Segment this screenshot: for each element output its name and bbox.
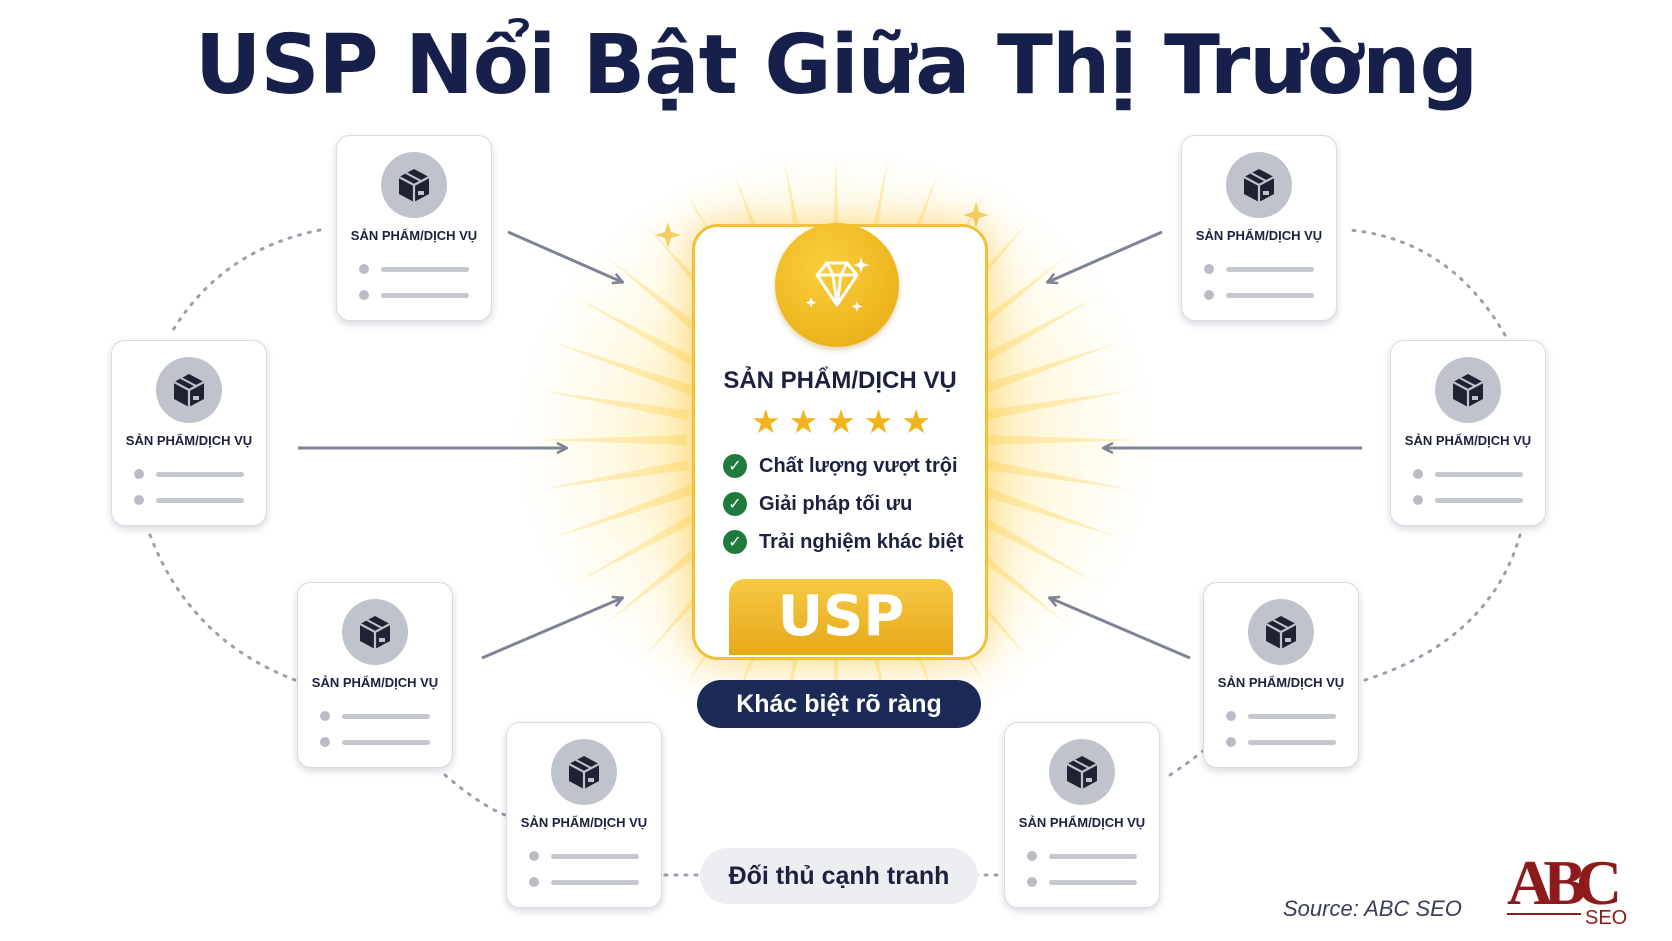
glow-ray (554, 484, 697, 538)
glow-ray (975, 484, 1118, 538)
hero-usp-card: SẢN PHẨM/DỊCH VỤ ★★★★★ ✓ Chất lượng vượt… (692, 223, 988, 660)
arrow-bottom-right (1050, 598, 1191, 660)
glow-ray (982, 390, 1132, 421)
placeholder-line (134, 469, 246, 479)
competitor-card-label: SẢN PHẨM/DỊCH VỤ (125, 433, 253, 448)
usp-badge: USP (729, 579, 953, 655)
competitor-card: SẢN PHẨM/DỊCH VỤ (1004, 722, 1160, 908)
glow-ray (963, 506, 1096, 583)
svg-text:ABC: ABC (1507, 847, 1618, 918)
box-icon (1226, 152, 1292, 218)
placeholder-line (1204, 264, 1316, 274)
glow-ray (540, 390, 690, 421)
arrow-top-left (507, 230, 622, 282)
placeholder-line (134, 495, 246, 505)
feature-label: Chất lượng vượt trội (759, 454, 958, 477)
competitor-card: SẢN PHẨM/DỊCH VỤ (111, 340, 267, 526)
arrows (298, 230, 1362, 660)
box-icon (551, 739, 617, 805)
check-icon: ✓ (723, 530, 747, 554)
box-icon (342, 599, 408, 665)
check-icon: ✓ (723, 492, 747, 516)
competitor-card: SẢN PHẨM/DỊCH VỤ (1390, 340, 1546, 526)
check-icon: ✓ (723, 454, 747, 478)
glow-ray (554, 342, 697, 396)
star-icon: ★ (826, 403, 856, 440)
box-icon (1248, 599, 1314, 665)
abc-seo-logo: ABC SEO (1507, 847, 1628, 928)
competitor-card-label: SẢN PHẨM/DỊCH VỤ (1018, 815, 1146, 830)
glow-ray (576, 297, 709, 374)
competitor-card: SẢN PHẨM/DỊCH VỤ (1181, 135, 1337, 321)
placeholder-line (359, 264, 471, 274)
competitor-card-label: SẢN PHẨM/DỊCH VỤ (1195, 228, 1323, 243)
competitor-card: SẢN PHẨM/DỊCH VỤ (1203, 582, 1359, 768)
box-icon (381, 152, 447, 218)
glow-ray (963, 297, 1096, 374)
placeholder-line (1204, 290, 1316, 300)
box-icon (1435, 357, 1501, 423)
star-icon: ★ (863, 403, 894, 440)
feature-item: ✓ Trải nghiệm khác biệt (723, 529, 964, 555)
placeholder-line (1413, 469, 1525, 479)
placeholder-line (529, 851, 641, 861)
competitor-card-label: SẢN PHẨM/DỊCH VỤ (520, 815, 648, 830)
placeholder-line (1027, 851, 1139, 861)
competitor-card: SẢN PHẨM/DỊCH VỤ (297, 582, 453, 768)
arrow-bottom-left (481, 598, 622, 660)
box-icon (156, 357, 222, 423)
placeholder-line (359, 290, 471, 300)
placeholder-line (1226, 711, 1338, 721)
sparkles (655, 202, 989, 248)
page-title: USP Nổi Bật Giữa Thị Trường (194, 18, 1478, 113)
feature-label: Giải pháp tối ưu (759, 492, 913, 515)
source-note: Source: ABC SEO (1283, 896, 1462, 921)
placeholder-line (1027, 877, 1139, 887)
competitor-card: SẢN PHẨM/DỊCH VỤ (506, 722, 662, 908)
placeholder-line (320, 737, 432, 747)
feature-item: ✓ Chất lượng vượt trội (723, 453, 958, 479)
star-icon: ★ (788, 403, 819, 440)
rating-stars: ★★★★★ (751, 405, 931, 438)
glow-ray (975, 342, 1118, 396)
star-icon: ★ (901, 403, 931, 440)
arrow-top-right (1048, 230, 1163, 282)
glow-ray (982, 459, 1132, 490)
glow-ray (536, 435, 687, 445)
glow-ray (985, 435, 1136, 445)
competitor-card-label: SẢN PHẨM/DỊCH VỤ (311, 675, 439, 690)
placeholder-line (529, 877, 641, 887)
glow-ray (576, 506, 709, 583)
placeholder-line (1226, 737, 1338, 747)
competitor-card: SẢN PHẨM/DỊCH VỤ (336, 135, 492, 321)
tagline-pill: Khác biệt rõ ràng (697, 680, 981, 728)
box-icon (1049, 739, 1115, 805)
feature-label: Trải nghiệm khác biệt (759, 530, 964, 553)
placeholder-line (320, 711, 432, 721)
competitors-pill: Đối thủ cạnh tranh (700, 848, 978, 904)
star-icon: ★ (751, 403, 781, 440)
svg-text:SEO: SEO (1585, 907, 1627, 928)
competitor-card-label: SẢN PHẨM/DỊCH VỤ (1404, 433, 1532, 448)
glow-ray (540, 459, 690, 490)
feature-item: ✓ Giải pháp tối ưu (723, 491, 912, 517)
competitor-card-label: SẢN PHẨM/DỊCH VỤ (350, 228, 478, 243)
placeholder-line (1413, 495, 1525, 505)
competitor-card-label: SẢN PHẨM/DỊCH VỤ (1217, 675, 1345, 690)
diamond-icon (775, 223, 899, 347)
hero-title: SẢN PHẨM/DỊCH VỤ (723, 367, 957, 394)
